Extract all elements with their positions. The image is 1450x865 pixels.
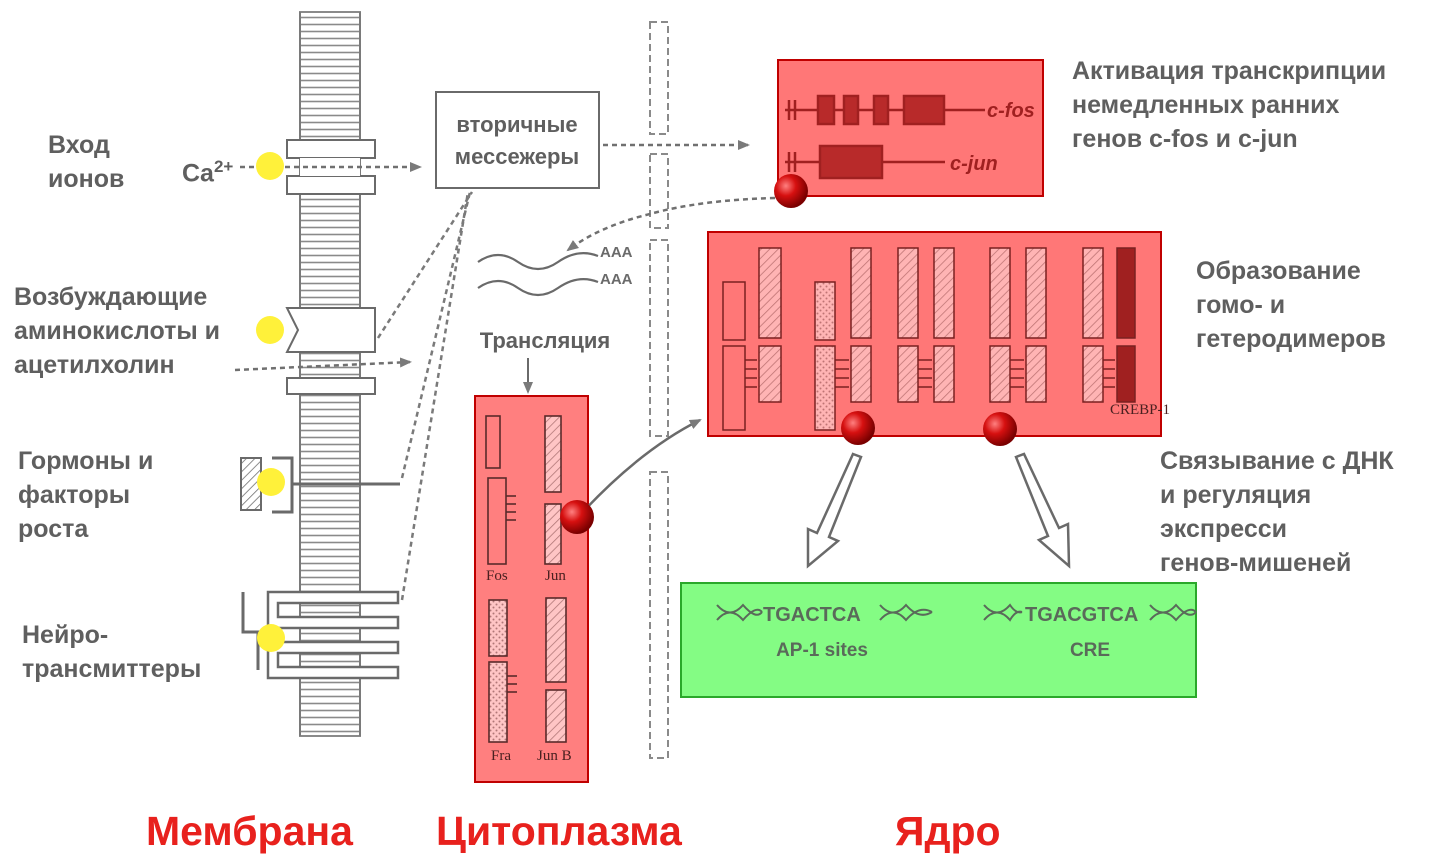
protein-import-arrow: [580, 420, 700, 515]
dimer-panel: CREBP-1: [708, 232, 1170, 436]
protein-panel: Fos Jun Fra Jun B: [475, 396, 588, 782]
yellow-marker-amino: [256, 316, 284, 344]
yellow-marker-neuro: [257, 624, 285, 652]
red-marker-dimer-2: [983, 412, 1017, 446]
gene-panel-highlight: [778, 60, 1043, 196]
yellow-marker-ion: [256, 152, 284, 180]
cre-sequence: TGACGTCA: [1025, 604, 1138, 626]
label-dimerization: Образование гомо- и гетеродимеров: [1196, 254, 1386, 356]
dna-panel-highlight: [681, 583, 1196, 697]
label-hormones: Гормоны и факторы роста: [18, 444, 153, 546]
label-calcium: Ca2+: [182, 150, 233, 190]
label-ion-entry: Вход ионов: [48, 128, 124, 196]
second-messengers-line1: вторичные: [456, 112, 577, 137]
label-amino-acids: Возбуждающие аминокислоты и ацетилхолин: [14, 280, 220, 382]
yellow-markers: [256, 152, 285, 652]
label-calcium-symbol: Ca: [182, 159, 214, 187]
amino-acid-receptor: [287, 308, 375, 394]
label-calcium-charge: 2+: [214, 157, 233, 176]
cre-label: CRE: [1070, 640, 1110, 661]
gene-label-c-jun: c-jun: [950, 153, 998, 175]
ap1-sequence: TGACTCA: [763, 604, 861, 626]
yellow-marker-hormone: [257, 468, 285, 496]
label-transcription-activation: Активация транскрипции немедленных ранни…: [1072, 54, 1386, 156]
caption-cytoplasm: Цитоплазма: [436, 808, 682, 854]
label-dna-binding: Связывание с ДНК и регуляция экспресси г…: [1160, 444, 1394, 580]
red-marker-proteins: [560, 500, 594, 534]
protein-label-fos: Fos: [486, 568, 508, 584]
crebp-label: CREBP-1: [1110, 402, 1170, 418]
ap1-sites-label: AP-1 sites: [776, 640, 868, 661]
poly-a-tail-1: AAA: [600, 244, 633, 261]
translation-label: Трансляция: [480, 328, 611, 353]
caption-membrane: Мембрана: [146, 808, 353, 854]
protein-label-fra: Fra: [491, 748, 511, 764]
protein-label-jun: Jun: [545, 568, 566, 584]
caption-nucleus: Ядро: [895, 808, 1001, 854]
second-messengers-box: вторичные мессежеры: [436, 92, 599, 188]
dna-panel: TGACTCA AP-1 sites TGACGTCA CRE: [681, 583, 1196, 697]
label-neurotransmitters: Нейро- трансмиттеры: [22, 618, 201, 686]
gene-panel: c-fos c-jun: [778, 60, 1043, 196]
second-messengers-line2: мессежеры: [455, 144, 579, 169]
receptor-to-messenger-arrows: [378, 192, 472, 600]
protein-label-jun-b: Jun B: [537, 748, 572, 764]
red-marker-dimer-1: [841, 411, 875, 445]
mrna-waves: [478, 253, 598, 295]
nuclear-envelope: [650, 22, 668, 758]
gene-label-c-fos: c-fos: [987, 100, 1035, 122]
poly-a-tail-2: AAA: [600, 271, 633, 288]
dna-binding-arrows: [808, 454, 1069, 566]
red-marker-genes: [774, 174, 808, 208]
